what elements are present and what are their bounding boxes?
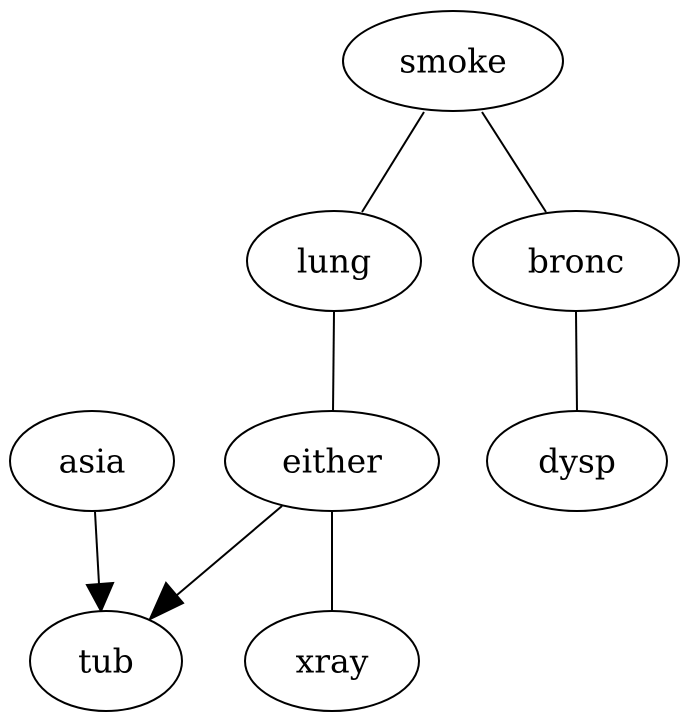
edge-asia-tub [85,511,115,614]
edge-either-tub [147,505,283,622]
node-dysp[interactable]: dysp [486,410,668,512]
edge-smoke-bronc [481,111,547,213]
node-smoke[interactable]: smoke [342,10,564,112]
node-asia[interactable]: asia [9,410,175,512]
node-xray-label: xray [296,642,369,681]
edge-smoke-lung [361,111,425,213]
edge-bronc-dysp [575,311,578,413]
node-smoke-label: smoke [399,42,507,81]
arrowhead-either-tub [147,581,185,622]
arrowhead-asia-tub [85,581,115,614]
node-bronc[interactable]: bronc [472,210,680,312]
edge-lung-either [332,311,335,413]
node-either-label: either [282,442,382,481]
node-either[interactable]: either [224,410,440,512]
node-dysp-label: dysp [538,442,616,481]
node-lung-label: lung [297,242,371,281]
node-xray[interactable]: xray [244,610,420,712]
node-lung[interactable]: lung [246,210,422,312]
node-asia-label: asia [59,442,126,481]
node-tub-label: tub [78,642,134,681]
node-bronc-label: bronc [528,242,625,281]
node-tub[interactable]: tub [29,610,183,712]
